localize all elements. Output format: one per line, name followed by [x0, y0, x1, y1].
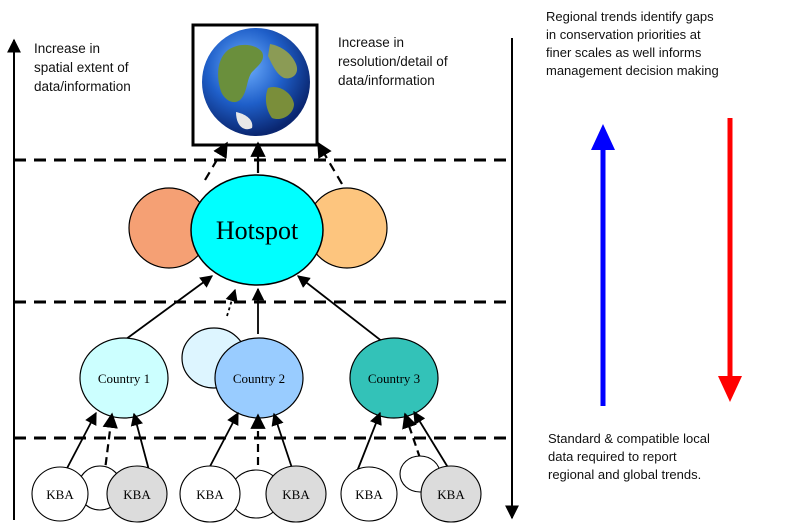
center-note: Increase in resolution/detail of data/in…: [338, 35, 448, 88]
hotspot-label: Hotspot: [216, 216, 299, 245]
kba-1a-circle: [31, 466, 89, 522]
kba-label: KBA: [282, 487, 310, 502]
bottom-right-note: Standard & compatible local data require…: [548, 431, 710, 482]
top-right-note: Regional trends identify gaps in conserv…: [546, 9, 719, 78]
country-3-circle: [349, 337, 439, 419]
kba-1b-circle: [106, 465, 168, 523]
country-1-label: Country 1: [98, 371, 150, 386]
country-3-label: Country 3: [368, 371, 420, 386]
country-2-label: Country 2: [233, 371, 285, 386]
kba-2b-circle: [265, 465, 327, 523]
kba-label: KBA: [196, 487, 224, 502]
kba-label: KBA: [355, 487, 383, 502]
hotspot-circle: [190, 174, 324, 286]
globe-icon: [202, 28, 310, 136]
country-1-circle: [79, 337, 169, 419]
kba-label: KBA: [46, 487, 74, 502]
kba-label: KBA: [123, 487, 151, 502]
kba-2a-circle: [179, 465, 241, 523]
left-note: Increase in spatial extent of data/infor…: [34, 41, 131, 94]
kba-3b-circle: [420, 465, 482, 523]
kba-3a-circle: [340, 466, 398, 522]
kba-label: KBA: [437, 487, 465, 502]
